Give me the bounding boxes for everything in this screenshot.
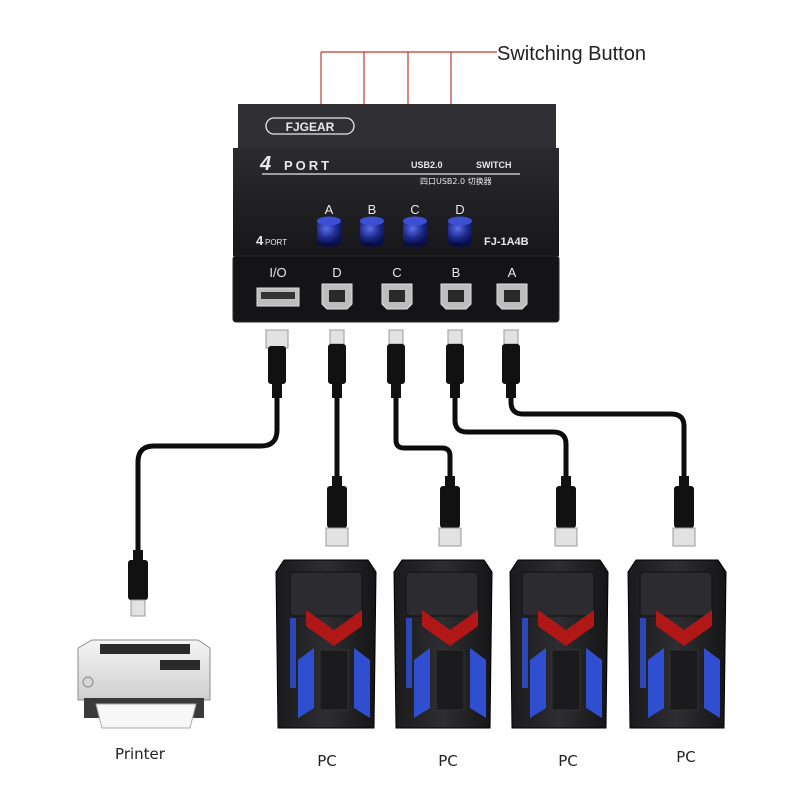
usb-a-plug-pc2 — [438, 476, 462, 547]
usb-b-plug-a — [502, 329, 520, 398]
pc-tower-4: PC — [627, 559, 727, 766]
callout-label: Switching Button — [497, 43, 646, 65]
printer-top-slot — [100, 644, 190, 654]
printer-control-panel — [160, 660, 200, 670]
usb-b-port-a[interactable] — [496, 283, 528, 310]
usb-a-plug-io — [265, 329, 289, 398]
port-label-a: A — [508, 265, 517, 280]
pc-label-1: PC — [317, 752, 337, 770]
pc-label-4: PC — [676, 748, 696, 766]
printer: Printer — [77, 639, 211, 763]
usb-b-plug-c — [387, 329, 405, 398]
model-label: FJ-1A4B — [484, 236, 529, 248]
usb-b-port-c[interactable] — [381, 283, 413, 310]
cable-b — [452, 393, 569, 481]
usb-b-plug-d — [328, 329, 346, 398]
button-letter-b: B — [368, 202, 377, 217]
lower-connectors — [128, 476, 696, 617]
port-label-io: I/O — [269, 265, 286, 280]
switch-button-c[interactable] — [403, 216, 427, 248]
port-label-c: C — [392, 265, 401, 280]
pc-tower-2: PC — [393, 559, 493, 770]
port-label-d: D — [332, 265, 341, 280]
port-label-b: B — [452, 265, 461, 280]
usb-b-port-b[interactable] — [440, 283, 472, 310]
switch-button-d[interactable] — [448, 216, 472, 248]
printer-paper — [95, 703, 197, 729]
usb-cables — [135, 393, 687, 555]
brand-badge — [265, 117, 355, 135]
printer-cable — [135, 393, 280, 555]
pc-tower-1: PC — [275, 559, 377, 770]
pc-label-3: PC — [558, 752, 578, 770]
usb-a-plug-pc1 — [325, 476, 349, 547]
printer-body — [77, 639, 211, 701]
usb-a-plug-pc3 — [554, 476, 578, 547]
port-count-large: 4 — [259, 153, 271, 175]
switch-front-panel — [233, 148, 559, 256]
brand-logo: FJGEAR — [286, 120, 335, 134]
usb-a-port-io[interactable] — [256, 287, 300, 307]
usb-b-plug-b — [446, 329, 464, 398]
button-letter-d: D — [455, 202, 464, 217]
printer-power-icon — [82, 676, 94, 688]
port-word-large: PORT — [284, 158, 332, 173]
upper-connectors — [265, 329, 520, 398]
printer-label: Printer — [115, 745, 166, 763]
pc-label-2: PC — [438, 752, 458, 770]
usb-b-plug-printer — [128, 550, 148, 617]
usb-a-plug-pc4 — [672, 476, 696, 547]
switch-label: SWITCH — [476, 160, 512, 170]
port-count-small: 4 — [256, 233, 264, 248]
switch-button-a[interactable] — [317, 216, 341, 248]
cable-c — [393, 393, 453, 481]
pc-tower-3: PC — [509, 559, 609, 770]
switch-button-b[interactable] — [360, 216, 384, 248]
chinese-label: 四口USB2.0 切换器 — [420, 176, 492, 186]
usb-switch-box: FJGEAR 4 PORT USB2.0 SWITCH 四口USB2.0 切换器… — [232, 104, 560, 323]
button-letter-c: C — [410, 202, 419, 217]
port-word-small: PORT — [265, 238, 287, 247]
cable-a — [508, 393, 687, 481]
switch-top-face — [238, 104, 556, 150]
usb-label: USB2.0 — [411, 160, 443, 170]
usb-b-port-d[interactable] — [321, 283, 353, 310]
button-letter-a: A — [325, 202, 334, 217]
